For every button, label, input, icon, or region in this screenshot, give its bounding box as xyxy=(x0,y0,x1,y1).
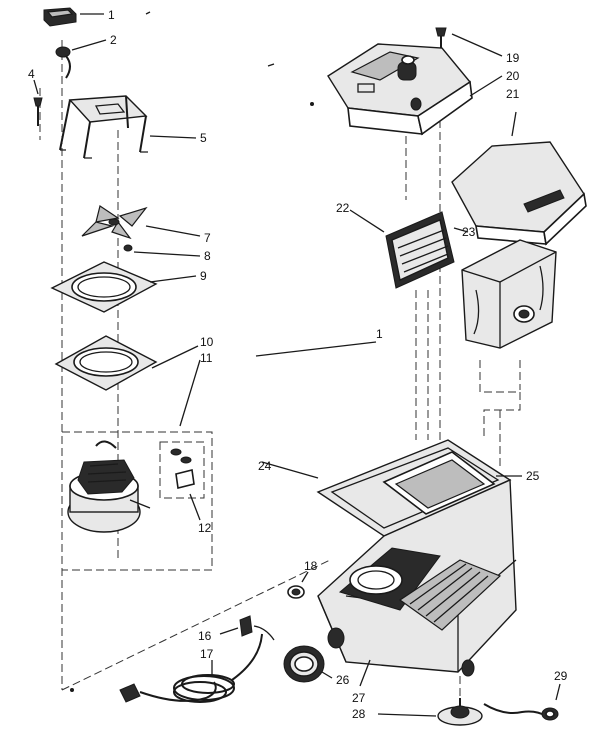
part-27-canister-body xyxy=(317,478,517,687)
callout-9: 9 xyxy=(200,269,207,283)
callout-23: 23 xyxy=(462,225,476,239)
part-20-control-panel xyxy=(327,43,503,136)
part-18-grommet xyxy=(287,571,309,599)
callout-1: 1 xyxy=(108,8,115,22)
callout-10: 10 xyxy=(200,335,214,349)
part-21-lid xyxy=(451,111,587,246)
cord-axis-line xyxy=(61,559,331,691)
callout-12: 12 xyxy=(198,521,212,535)
part-9-gasket-plate xyxy=(50,261,197,313)
part-25-filter-frame xyxy=(382,451,522,515)
callout-28: 28 xyxy=(352,707,366,721)
stray-marks xyxy=(70,11,314,692)
callout-7: 7 xyxy=(204,231,211,245)
part-10-gasket-ring xyxy=(54,335,199,391)
part-12-brush-kit xyxy=(159,441,205,521)
callout-stray-1: 1 xyxy=(376,327,383,341)
callout-5: 5 xyxy=(200,131,207,145)
callout-25: 25 xyxy=(526,469,540,483)
part-23-dust-bag xyxy=(453,227,557,349)
part-2-switch xyxy=(55,39,107,79)
callout-16: 16 xyxy=(198,629,212,643)
callout-24: 24 xyxy=(258,459,272,473)
callout-18: 18 xyxy=(304,559,318,573)
callout-11: 11 xyxy=(200,351,213,365)
part-16-strain-relief xyxy=(219,615,275,641)
callout-2: 2 xyxy=(110,33,117,47)
part-29-pedal xyxy=(483,683,561,721)
callout-29: 29 xyxy=(554,669,568,683)
callout-19: 19 xyxy=(506,51,520,65)
part-19-screw xyxy=(435,27,503,57)
part-22-filter xyxy=(349,209,455,289)
callout-8: 8 xyxy=(204,249,211,263)
callout-22: 22 xyxy=(336,201,350,215)
callout-labels: 1 2 4 5 7 8 9 10 11 12 16 17 18 19 20 21… xyxy=(28,8,568,721)
part-1-switch-cap xyxy=(43,7,104,27)
part-11-motor-assembly xyxy=(61,359,213,571)
part-4-screw xyxy=(33,79,43,126)
part-26-hose-coupling xyxy=(283,645,333,683)
part-17-power-cord xyxy=(119,633,263,703)
callout-27: 27 xyxy=(352,691,366,705)
part-7-fan xyxy=(81,205,201,240)
part-28-caster xyxy=(377,676,483,726)
callout-26: 26 xyxy=(336,673,350,687)
reference-line xyxy=(255,341,377,357)
callout-4: 4 xyxy=(28,67,35,81)
part-5-motor-bracket xyxy=(59,95,197,159)
callout-21: 21 xyxy=(506,87,520,101)
callout-20: 20 xyxy=(506,69,520,83)
callout-17: 17 xyxy=(200,647,214,661)
part-8-nut xyxy=(123,244,201,257)
